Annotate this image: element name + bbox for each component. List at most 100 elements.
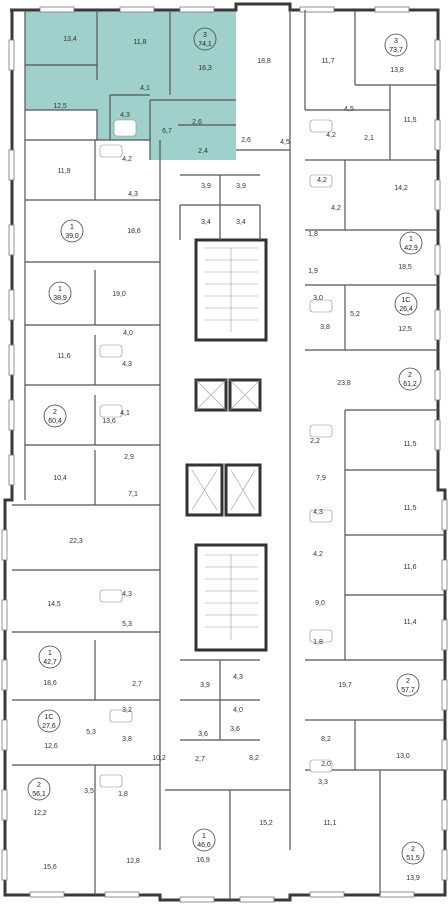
room-area: 3,3 [318, 779, 328, 786]
room-labels: 13,4 11,8 16,3 12,5 4,1 4,3 6,7 2,6 2,4 … [33, 36, 420, 882]
apartment-area: 42,7 [43, 659, 57, 666]
interior-walls [12, 10, 445, 900]
apartment-marker[interactable]: 1 42,9 [399, 231, 423, 255]
room-area: 4,2 [313, 551, 323, 558]
apartment-marker[interactable]: 2 51,5 [401, 841, 425, 865]
room-area: 3,9 [200, 682, 210, 689]
room-area: 10,4 [53, 475, 67, 482]
room-area: 4,2 [122, 156, 132, 163]
room-area: 3,8 [122, 736, 132, 743]
room-area: 5,2 [350, 311, 360, 318]
room-area: 3,6 [230, 726, 240, 733]
apartment-area: 60,4 [48, 418, 62, 425]
apartment-marker[interactable]: 1 42,7 [38, 645, 62, 669]
apartment-marker[interactable]: 2 61,2 [398, 367, 422, 391]
room-area: 18,5 [398, 264, 412, 271]
room-area: 12,8 [126, 858, 140, 865]
room-area: 7,1 [128, 491, 138, 498]
apartment-marker[interactable]: 2 56,1 [27, 777, 51, 801]
room-area: 2,7 [195, 756, 205, 763]
apartment-area: 51,5 [406, 855, 420, 862]
room-area: 2,6 [192, 119, 202, 126]
room-area: 15,6 [43, 864, 57, 871]
room-area: 3,9 [236, 183, 246, 190]
room-area: 11,5 [403, 505, 416, 512]
room-area: 12,6 [44, 743, 58, 750]
room-area: 3,0 [313, 295, 323, 302]
room-area: 1,9 [308, 268, 318, 275]
room-area: 1,8 [313, 639, 323, 646]
room-area: 1,8 [308, 231, 318, 238]
room-area: 11,6 [57, 353, 70, 360]
room-area: 2,9 [124, 454, 134, 461]
apartment-marker[interactable]: 2 57,7 [396, 673, 420, 697]
room-area: 16,3 [198, 65, 212, 72]
room-area: 5,3 [86, 729, 96, 736]
room-area: 2,7 [132, 681, 142, 688]
room-area: 18,8 [257, 58, 271, 65]
room-area: 11,7 [321, 58, 334, 65]
apartment-marker[interactable]: 1С 27,6 [37, 709, 61, 733]
room-area: 11,6 [403, 564, 416, 571]
room-area: 19,0 [112, 291, 126, 298]
room-area: 5,3 [122, 621, 132, 628]
room-area: 3,6 [198, 731, 208, 738]
bathroom-fixtures [99, 119, 333, 788]
apartment-rooms: 1 [409, 236, 413, 243]
apartment-rooms: 2 [37, 782, 41, 789]
apartment-marker[interactable]: 2 60,4 [43, 404, 67, 428]
room-area: 4,2 [317, 177, 327, 184]
apartment-area: 56,1 [32, 791, 46, 798]
room-area: 14,2 [394, 185, 408, 192]
room-area: 11,5 [403, 441, 416, 448]
apartment-rooms: 1С [45, 714, 54, 721]
apartment-rooms: 2 [53, 409, 57, 416]
apartment-area: 38,9 [53, 295, 67, 302]
room-area: 15,2 [259, 820, 273, 827]
room-area: 13,8 [390, 67, 404, 74]
room-area: 4,0 [233, 707, 243, 714]
apartment-area: 39,0 [65, 233, 79, 240]
apartment-rooms: 3 [394, 38, 398, 45]
room-area: 4,0 [123, 330, 133, 337]
room-area: 2,0 [321, 761, 331, 768]
apartment-marker[interactable]: 1 39,0 [60, 219, 84, 243]
apartment-marker[interactable]: 3 73,7 [384, 33, 408, 57]
windows [1, 6, 448, 903]
room-area: 13,0 [396, 753, 410, 760]
apartment-markers: 3 74,1 3 73,7 1 39,0 1 42,9 1 38,9 1С 26… [27, 27, 425, 865]
apartment-marker[interactable]: 1С 26,4 [394, 292, 418, 316]
room-area: 13,6 [102, 418, 116, 425]
room-area: 4,3 [128, 191, 138, 198]
highlighted-apartment[interactable] [25, 10, 236, 160]
room-area: 4,5 [280, 139, 290, 146]
outer-walls [3, 2, 447, 902]
apartment-marker[interactable]: 1 46,6 [192, 828, 216, 852]
apartment-area: 57,7 [401, 687, 415, 694]
apartment-area: 74,1 [198, 41, 212, 48]
room-area: 4,1 [140, 85, 150, 92]
apartment-area: 61,2 [403, 381, 417, 388]
apartment-rooms: 1 [58, 286, 62, 293]
room-area: 4,3 [122, 361, 132, 368]
room-area: 13,9 [406, 875, 420, 882]
apartment-area: 26,4 [399, 306, 413, 313]
apartment-marker[interactable]: 1 38,9 [48, 281, 72, 305]
apartment-rooms: 1С [402, 297, 411, 304]
room-area: 16,9 [196, 857, 210, 864]
apartment-rooms: 3 [203, 32, 207, 39]
apartment-marker[interactable]: 3 74,1 [193, 27, 217, 51]
room-area: 6,7 [162, 128, 172, 135]
apartment-rooms: 1 [70, 224, 74, 231]
apartment-rooms: 2 [408, 372, 412, 379]
room-area: 4,3 [122, 591, 132, 598]
room-area: 4,2 [331, 205, 341, 212]
room-area: 4,3 [313, 509, 323, 516]
room-area: 18,6 [127, 228, 141, 235]
room-area: 22,3 [69, 538, 83, 545]
room-area: 18,6 [43, 680, 57, 687]
room-area: 9,0 [315, 600, 325, 607]
apartment-rooms: 2 [406, 678, 410, 685]
room-area: 7,9 [316, 475, 326, 482]
building-core [179, 174, 268, 741]
